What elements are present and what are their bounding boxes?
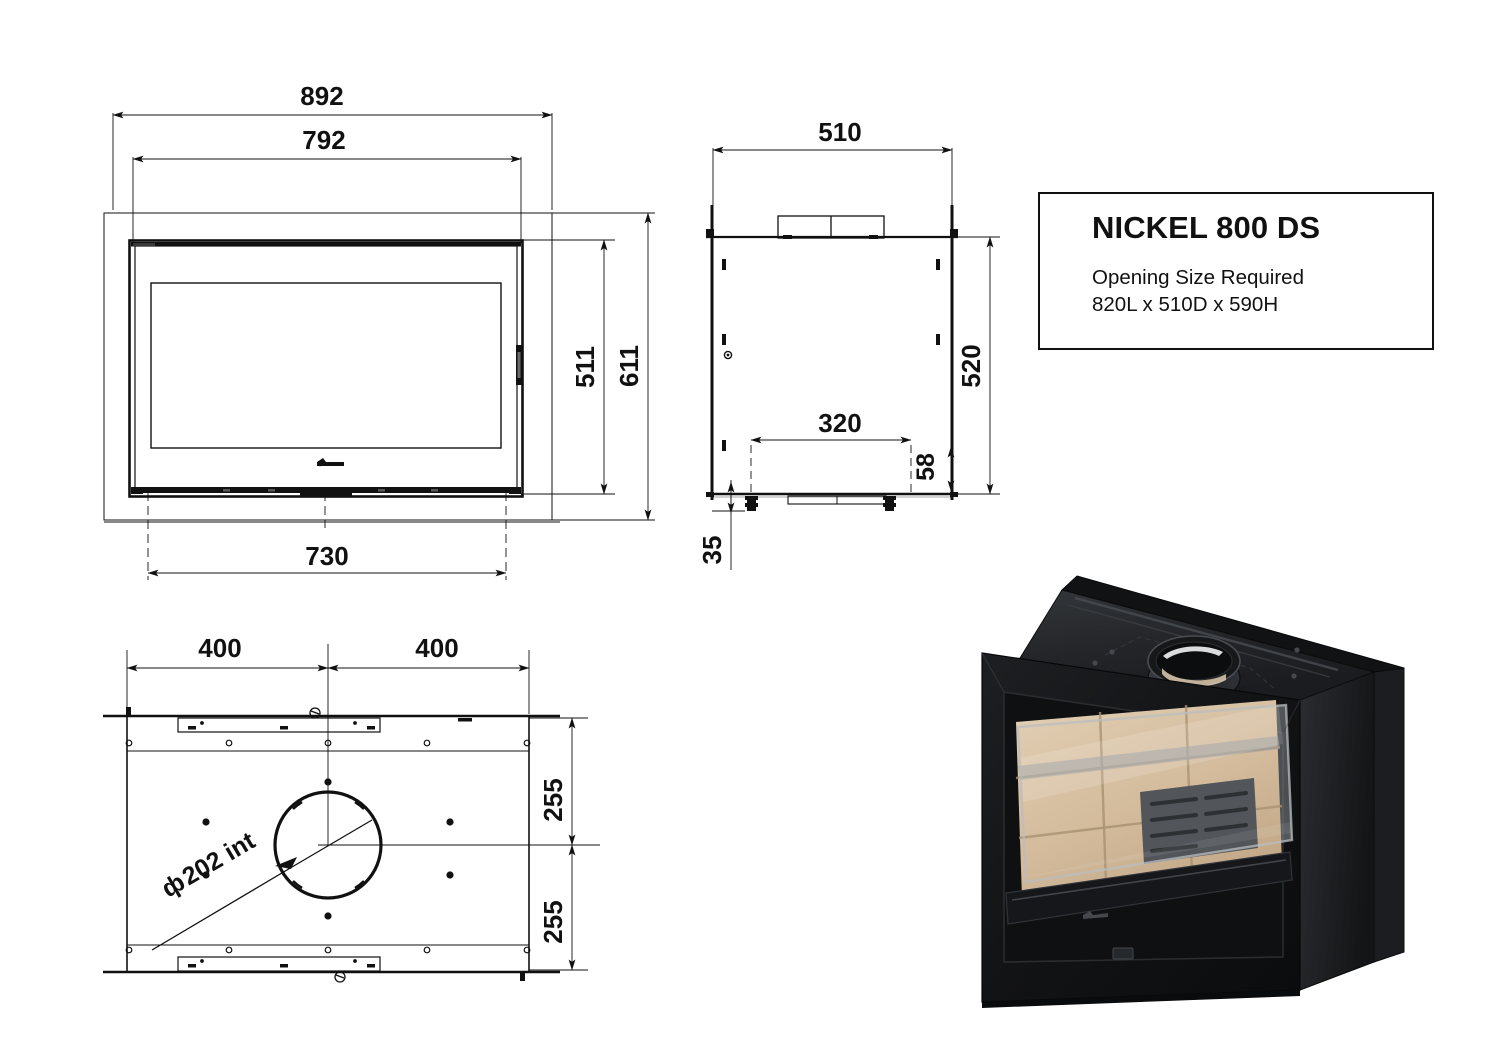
- plan-flue-circle: [273, 790, 383, 900]
- side-flange-corner-left: [706, 229, 714, 238]
- front-door-outer-frame: [128, 239, 524, 498]
- dim-611-label: 611: [614, 345, 644, 387]
- front-glass-aperture: [150, 282, 502, 449]
- plan-flange-latch-bottom: [334, 971, 346, 983]
- plan-fixing-holes-bottom: [125, 946, 531, 954]
- dim-400-left-label: 400: [198, 633, 241, 663]
- opening-size-value: 820L x 510D x 590H: [1092, 292, 1279, 316]
- render-door-latch: [1112, 947, 1134, 960]
- dim-58: 58: [911, 443, 955, 495]
- render-baffle-strip: [1018, 736, 1280, 780]
- render-top-highlight: [1074, 596, 1339, 672]
- dim-511: 511: [521, 239, 615, 495]
- side-slot-r1: [936, 259, 940, 270]
- plan-internal-points: [202, 778, 454, 920]
- front-rail-fastener-3: [378, 489, 385, 492]
- side-pivot-hole: [723, 350, 733, 360]
- front-air-control: [300, 492, 352, 497]
- render-grate: [1140, 778, 1258, 864]
- render-top-screw-2: [1092, 660, 1098, 666]
- dim-730-label: 730: [305, 541, 348, 571]
- front-outer-trim: [103, 212, 553, 521]
- dim-611: 611: [552, 212, 655, 521]
- dim-792: 792: [132, 125, 522, 243]
- front-door-handle-grip: [517, 352, 521, 378]
- front-corner-block-right: [509, 487, 521, 494]
- title-block: NICKEL 800 DS Opening Size Required 820L…: [1038, 192, 1434, 350]
- side-leveling-foot-left: [745, 496, 758, 511]
- render-glass-bezel: [1016, 703, 1294, 884]
- dim-58-label: 58: [912, 453, 940, 481]
- front-bottom-rail: [131, 487, 521, 493]
- dim-400-right-label: 400: [415, 633, 458, 663]
- dim-511-label: 511: [570, 346, 600, 388]
- front-top-cap: [131, 242, 521, 247]
- plan-bracket-strip-bottom: [177, 956, 381, 972]
- dim-892-label: 892: [300, 81, 343, 111]
- side-slot-l3: [722, 440, 726, 451]
- dim-35: 35: [697, 480, 745, 570]
- flue-diameter-callout: ф 202 int: [151, 819, 373, 951]
- dim-520: 520: [952, 236, 1000, 495]
- dim-320-label: 320: [818, 408, 861, 438]
- dim-320: 320: [750, 408, 912, 497]
- plan-top-view: ф 202 int 400 400 255 255: [103, 633, 600, 983]
- front-rail-fastener-1: [223, 489, 230, 492]
- plan-flue-tabs: [292, 800, 365, 890]
- front-top-cap-tab: [133, 243, 155, 246]
- front-corner-block-left: [131, 487, 143, 494]
- side-corner-left: [706, 492, 714, 497]
- render-bezel-edge-tl: [981, 652, 1005, 693]
- isometric-render: [981, 575, 1405, 1008]
- dim-730: 730: [104, 492, 560, 580]
- dim-255-upper-label: 255: [538, 778, 568, 821]
- plan-flange-stud-left: [126, 707, 131, 715]
- front-elevation-view: 892 792 611 511: [103, 81, 655, 580]
- render-rear-flange: [1373, 667, 1405, 963]
- plan-flange-latch-top: [309, 707, 321, 719]
- dim-255-pair: 255 255: [529, 717, 588, 971]
- render-bottom-edge: [982, 990, 1300, 1008]
- render-top-screw-1: [1109, 649, 1115, 655]
- render-bezel-edge-tr: [1282, 699, 1301, 734]
- dim-255-lower-label: 255: [538, 900, 568, 943]
- flue-diameter-value: 202 int: [178, 826, 261, 891]
- side-slot-l1: [722, 259, 726, 270]
- render-right-side-panel: [1299, 671, 1375, 991]
- render-firebox-interior: [1015, 700, 1283, 898]
- side-pivot-center: [726, 353, 730, 357]
- dim-792-label: 792: [302, 125, 345, 155]
- side-slot-l2: [722, 334, 726, 345]
- render-flue-rim-highlight: [1163, 646, 1223, 659]
- render-top-screw-4: [1294, 647, 1300, 653]
- side-slot-r2: [936, 334, 940, 345]
- dim-520-label: 520: [956, 344, 986, 387]
- dim-510-label: 510: [818, 117, 861, 147]
- render-top-screw-5: [1291, 673, 1297, 679]
- side-section-view: 510 520 320 58 35: [697, 117, 1000, 570]
- plan-fixing-holes-top: [125, 739, 531, 747]
- side-corner-right: [950, 492, 958, 497]
- dim-892: 892: [112, 81, 553, 210]
- dim-400-pair: 400 400: [126, 633, 530, 714]
- side-flange-corner-right: [950, 229, 958, 238]
- side-body-outline: [711, 236, 953, 498]
- dim-510: 510: [712, 117, 953, 222]
- plan-bracket-strip-top: [177, 717, 472, 733]
- front-rail-fastener-2: [268, 489, 275, 492]
- plan-flange-stud-right: [520, 973, 525, 981]
- side-leveling-foot-right: [883, 496, 896, 511]
- render-brand-logo: [1083, 911, 1108, 919]
- dim-35-label: 35: [697, 536, 727, 565]
- opening-size-label: Opening Size Required: [1092, 265, 1304, 289]
- front-rail-fastener-4: [431, 489, 438, 492]
- product-name: NICKEL 800 DS: [1092, 210, 1321, 245]
- brand-logo-mark: [317, 458, 344, 467]
- render-top-dashed-outline: [1104, 636, 1277, 691]
- render-lower-rail-highlight: [1011, 859, 1287, 901]
